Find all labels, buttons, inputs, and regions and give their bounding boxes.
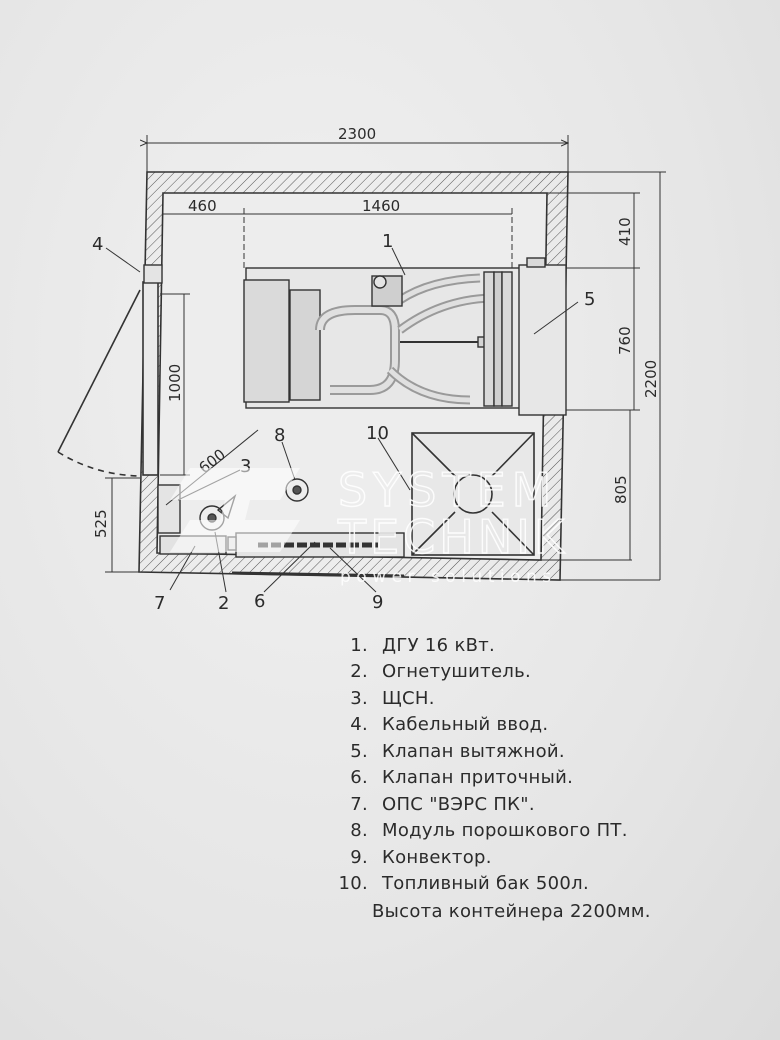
legend-text: ЩСН. <box>382 687 435 709</box>
callout-3: 3 <box>240 456 251 477</box>
callout-4: 4 <box>92 234 103 255</box>
intake-valve <box>231 571 405 578</box>
legend-item: 2. Огнетушитель. <box>318 659 758 686</box>
legend-item: 7. ОПС "ВЭРС ПК". <box>318 791 758 818</box>
legend-number: 1. <box>350 634 368 656</box>
callout-1: 1 <box>382 231 393 252</box>
legend-number: 4. <box>350 714 368 736</box>
legend-text: Клапан приточный. <box>382 767 574 789</box>
fuel-tank <box>411 432 535 556</box>
door <box>57 281 159 477</box>
cable-entry <box>143 264 163 284</box>
callout-2: 2 <box>218 593 229 614</box>
legend-number: 9. <box>350 846 368 868</box>
legend-item: 9. Конвектор. <box>318 844 758 871</box>
legend-number: 10. <box>338 873 368 895</box>
legend-number: 5. <box>350 740 368 762</box>
legend-item: 8. Модуль порошкового ПТ. <box>318 818 758 845</box>
dim-engine-length: 1460 <box>362 197 400 215</box>
legend-number: 3. <box>350 687 368 709</box>
legend: 1. ДГУ 16 кВт. 2. Огнетушитель. 3. ЩСН. 4. Кабе… <box>318 632 758 925</box>
callout-9: 9 <box>372 592 383 613</box>
callout-8: 8 <box>274 425 285 446</box>
legend-item: 1. ДГУ 16 кВт. <box>318 632 758 659</box>
legend-item: 10. Топливный бак 500л. <box>318 871 758 898</box>
callout-10: 10 <box>366 423 389 444</box>
legend-number: 8. <box>350 820 368 842</box>
dim-lower-gap: 805 <box>612 475 630 504</box>
legend-number: 2. <box>350 661 368 683</box>
legend-text: ДГУ 16 кВт. <box>382 634 496 656</box>
callout-5: 5 <box>584 289 595 310</box>
dimension-lines <box>105 135 666 581</box>
watermark-line2: TECHNIK <box>337 510 568 564</box>
watermark-line3: power solutions <box>340 567 557 587</box>
legend-text: Конвектор. <box>382 846 492 868</box>
legend-text: ОПС "ВЭРС ПК". <box>382 793 535 815</box>
legend-item: 5. Клапан вытяжной. <box>318 738 758 765</box>
legend-text: Клапан вытяжной. <box>382 740 565 762</box>
legend-text: Топливный бак 500л. <box>382 873 589 895</box>
callout-6: 6 <box>254 591 265 612</box>
dim-left-offset: 460 <box>188 197 217 215</box>
dim-total-width: 2300 <box>338 125 376 143</box>
generator-set <box>243 257 567 416</box>
legend-item: 6. Клапан приточный. <box>318 765 758 792</box>
dim-total-height: 2200 <box>642 360 660 398</box>
legend-text: Огнетушитель. <box>382 661 532 683</box>
legend-number: 7. <box>350 793 368 815</box>
dim-bottom-left: 525 <box>92 509 110 538</box>
dim-top-gap: 410 <box>616 217 634 246</box>
callout-7: 7 <box>154 593 165 614</box>
legend-item: 4. Кабельный ввод. <box>318 712 758 739</box>
legend-text: Модуль порошкового ПТ. <box>382 820 628 842</box>
watermark-line1: SYSTEM <box>338 463 557 517</box>
powder-fire-module <box>285 478 309 502</box>
legend-number: 6. <box>350 767 368 789</box>
watermark: SYSTEM TECHNIK power solutions <box>170 462 568 587</box>
legend-note: Высота контейнера 2200мм. <box>372 900 651 922</box>
legend-text: Кабельный ввод. <box>382 714 549 736</box>
legend-item: 3. ЩСН. <box>318 685 758 712</box>
dim-engine-depth: 760 <box>616 326 634 355</box>
dim-door-height: 1000 <box>166 364 184 402</box>
